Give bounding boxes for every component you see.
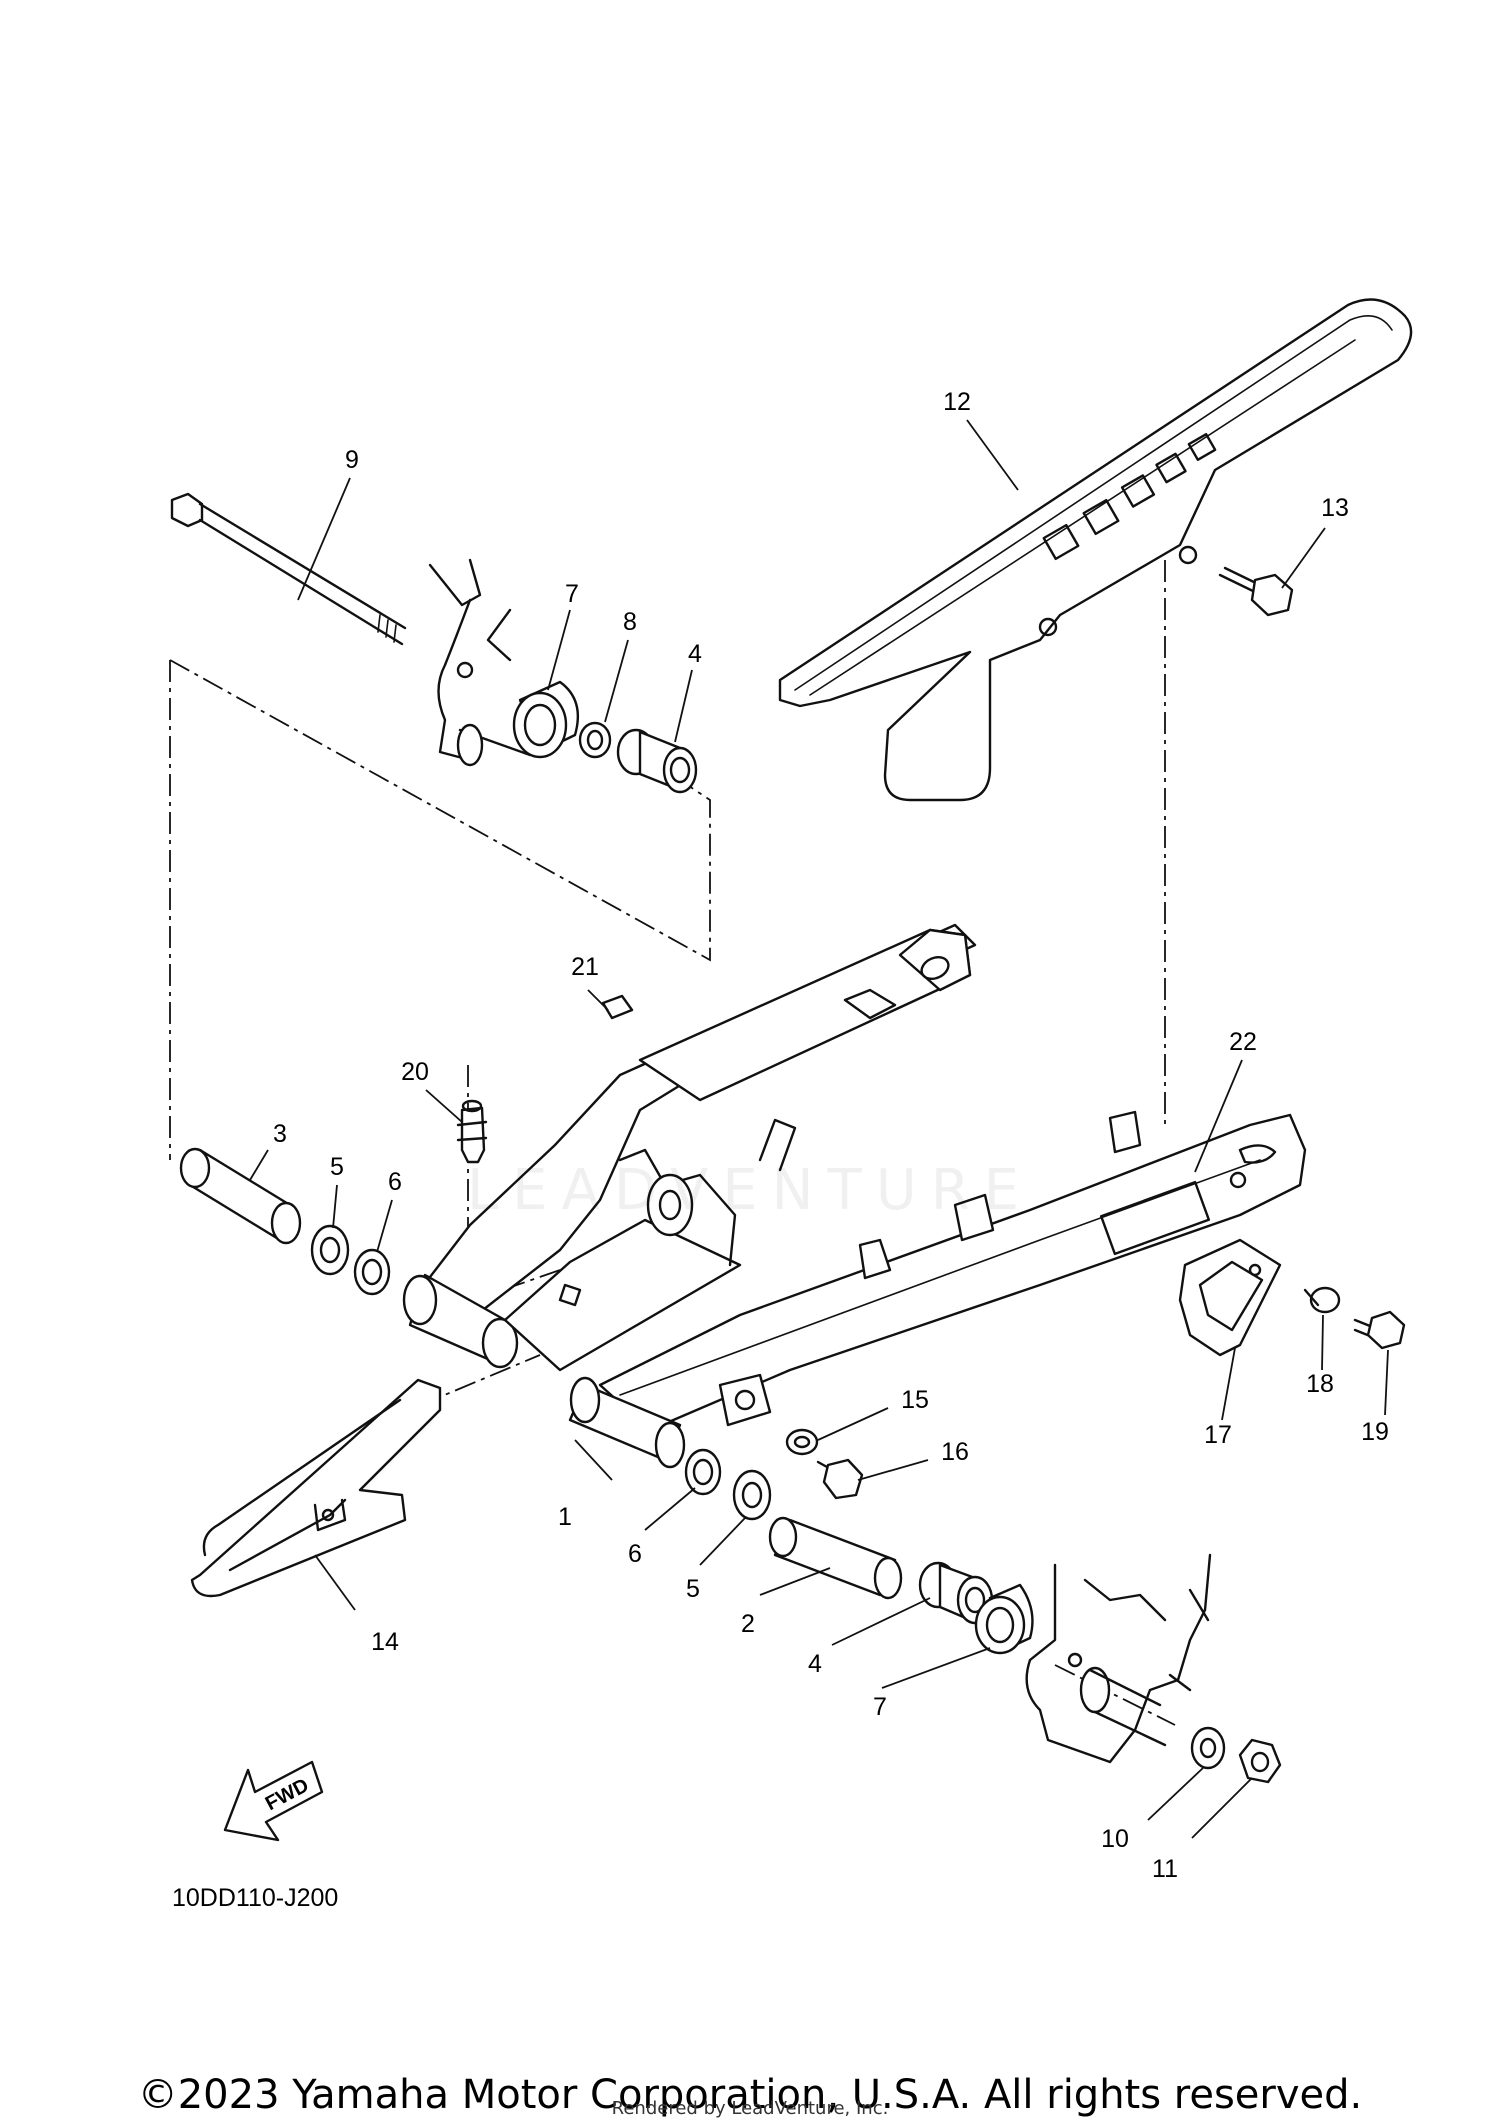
part-chain-case[interactable] — [778, 298, 1413, 802]
callout-13: 13 — [1321, 494, 1349, 522]
callout-4-upper: 4 — [688, 640, 702, 668]
part-washer-15[interactable] — [785, 1428, 819, 1456]
callout-12: 12 — [943, 388, 971, 416]
callout-6-right: 6 — [628, 1540, 642, 1568]
part-grease-nipple[interactable] — [456, 1099, 488, 1164]
callout-4-lower: 4 — [808, 1650, 822, 1678]
part-collar-7-lower[interactable] — [974, 1583, 1034, 1655]
part-nut-11[interactable] — [1238, 1738, 1282, 1784]
callout-11: 11 — [1152, 1855, 1178, 1883]
watermark-logo: LEADVENTURE — [466, 1158, 1034, 1223]
callout-1: 1 — [558, 1503, 572, 1531]
rendered-by-credit: Rendered by LeadVenture, Inc. — [611, 2098, 889, 2119]
callout-6-left: 6 — [388, 1168, 402, 1196]
part-pipe-3[interactable] — [179, 1147, 302, 1245]
callout-9: 9 — [345, 446, 359, 474]
part-bearing-6-right[interactable] — [684, 1448, 722, 1496]
part-collar-7-upper[interactable] — [512, 680, 580, 759]
callout-17: 17 — [1204, 1421, 1232, 1449]
part-bushing-4-upper[interactable] — [616, 728, 698, 794]
callout-10: 10 — [1101, 1825, 1129, 1853]
callout-15: 15 — [901, 1386, 929, 1414]
callout-7-lower: 7 — [873, 1693, 887, 1721]
callout-19: 19 — [1361, 1418, 1389, 1446]
part-washer-8[interactable] — [578, 721, 612, 759]
part-washer-10[interactable] — [1190, 1726, 1226, 1770]
frame-bracket-lower — [1025, 1553, 1212, 1764]
callout-8: 8 — [623, 608, 637, 636]
callout-3: 3 — [273, 1120, 287, 1148]
callout-14: 14 — [371, 1628, 399, 1656]
part-collar-18[interactable] — [1303, 1286, 1341, 1314]
leader-lines — [249, 419, 1389, 1839]
frame-bracket-upper — [428, 558, 532, 767]
part-collar-5-right[interactable] — [732, 1469, 772, 1521]
part-bearing-6-left[interactable] — [353, 1248, 391, 1296]
callout-7-upper: 7 — [565, 580, 579, 608]
callout-16: 16 — [941, 1438, 969, 1466]
part-chain-support[interactable] — [190, 1378, 442, 1598]
callout-21: 21 — [571, 953, 599, 981]
callout-22: 22 — [1229, 1028, 1257, 1056]
callout-2: 2 — [741, 1610, 755, 1638]
part-pipe-2[interactable] — [768, 1516, 903, 1600]
callout-5-left: 5 — [330, 1153, 344, 1181]
part-label-21[interactable] — [601, 994, 634, 1020]
part-bolt-13[interactable] — [1218, 566, 1294, 617]
part-pivot-shaft[interactable] — [170, 492, 407, 646]
diagram-code: 10DD110-J200 — [172, 1884, 339, 1912]
fwd-arrow-icon: FWD — [223, 1760, 324, 1842]
callout-numbers: 9 7 8 4 12 13 21 20 22 3 5 6 15 16 17 18… — [273, 388, 1389, 1883]
callout-5-right: 5 — [686, 1575, 700, 1603]
callout-18: 18 — [1306, 1370, 1334, 1398]
callout-20: 20 — [401, 1058, 429, 1086]
part-swingarm[interactable] — [402, 923, 1307, 1469]
part-collar-5-left[interactable] — [310, 1224, 350, 1276]
part-bolt-16[interactable] — [816, 1458, 864, 1500]
copyright-notice: ©2023 Yamaha Motor Corporation, U.S.A. A… — [137, 2072, 1363, 2118]
part-bolt-19[interactable] — [1353, 1310, 1406, 1350]
part-plate-17[interactable] — [1178, 1238, 1282, 1357]
